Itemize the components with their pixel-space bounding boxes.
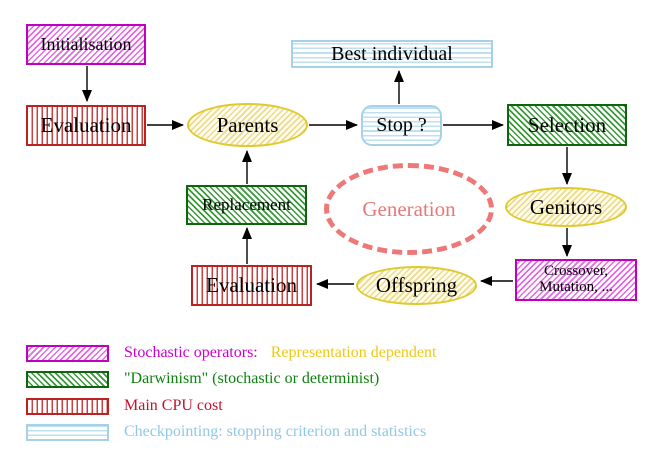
generation-cycle-ellipse: Generation <box>324 163 494 255</box>
node-parents-label: Parents <box>216 112 279 137</box>
node-crossover-mutation: Crossover, Mutation, ... <box>515 259 637 301</box>
node-stop: Stop ? <box>361 105 442 146</box>
node-genitors-label: Genitors <box>529 194 603 219</box>
node-crossover-line2: Mutation, ... <box>539 279 613 295</box>
node-evaluation-top: Evaluation <box>26 105 146 146</box>
node-crossover-line1: Crossover, <box>544 263 608 280</box>
node-parents: Parents <box>187 103 308 147</box>
legend-main-cpu-cost-label: Main CPU cost <box>124 397 223 414</box>
node-evaluation-top-label: Evaluation <box>40 113 132 138</box>
legend-item-checkpointing: Checkpointing: stopping criterion and st… <box>26 423 426 441</box>
node-evaluation-bottom: Evaluation <box>191 265 312 306</box>
legend-darwinism-label: "Darwinism" (stochastic or determinist) <box>124 370 380 387</box>
node-evaluation-bottom-label: Evaluation <box>206 273 297 298</box>
node-selection-label: Selection <box>527 112 607 137</box>
legend-checkpointing-label: Checkpointing: stopping criterion and st… <box>124 423 427 440</box>
cyan-horizontal-hatch-swatch <box>26 423 109 441</box>
legend-item-darwinism: "Darwinism" (stochastic or determinist) <box>26 370 379 388</box>
legend-representation-dependent-label: Representation dependent <box>270 344 437 361</box>
magenta-diagonal-hatch-swatch <box>26 344 109 362</box>
generation-label: Generation <box>362 196 456 221</box>
node-offspring-label: Offspring <box>375 273 458 298</box>
legend-stochastic-operators-label: Stochastic operators: <box>124 344 258 361</box>
node-genitors: Genitors <box>505 187 627 227</box>
legend-item-main-cpu-cost: Main CPU cost <box>26 397 223 415</box>
node-replacement: Replacement <box>186 185 307 225</box>
node-initialisation: Initialisation <box>26 24 146 65</box>
node-offspring: Offspring <box>356 266 477 305</box>
node-stop-label: Stop ? <box>376 114 427 136</box>
green-diagonal-hatch-swatch <box>26 370 109 388</box>
node-best-individual-label: Best individual <box>331 42 453 65</box>
node-initialisation-label: Initialisation <box>40 34 132 55</box>
legend-item-stochastic-operators: Stochastic operators: Representation dep… <box>26 344 436 362</box>
node-replacement-label: Replacement <box>202 195 291 215</box>
red-vertical-hatch-swatch <box>26 397 109 415</box>
node-best-individual: Best individual <box>291 40 493 68</box>
node-selection: Selection <box>507 104 627 146</box>
